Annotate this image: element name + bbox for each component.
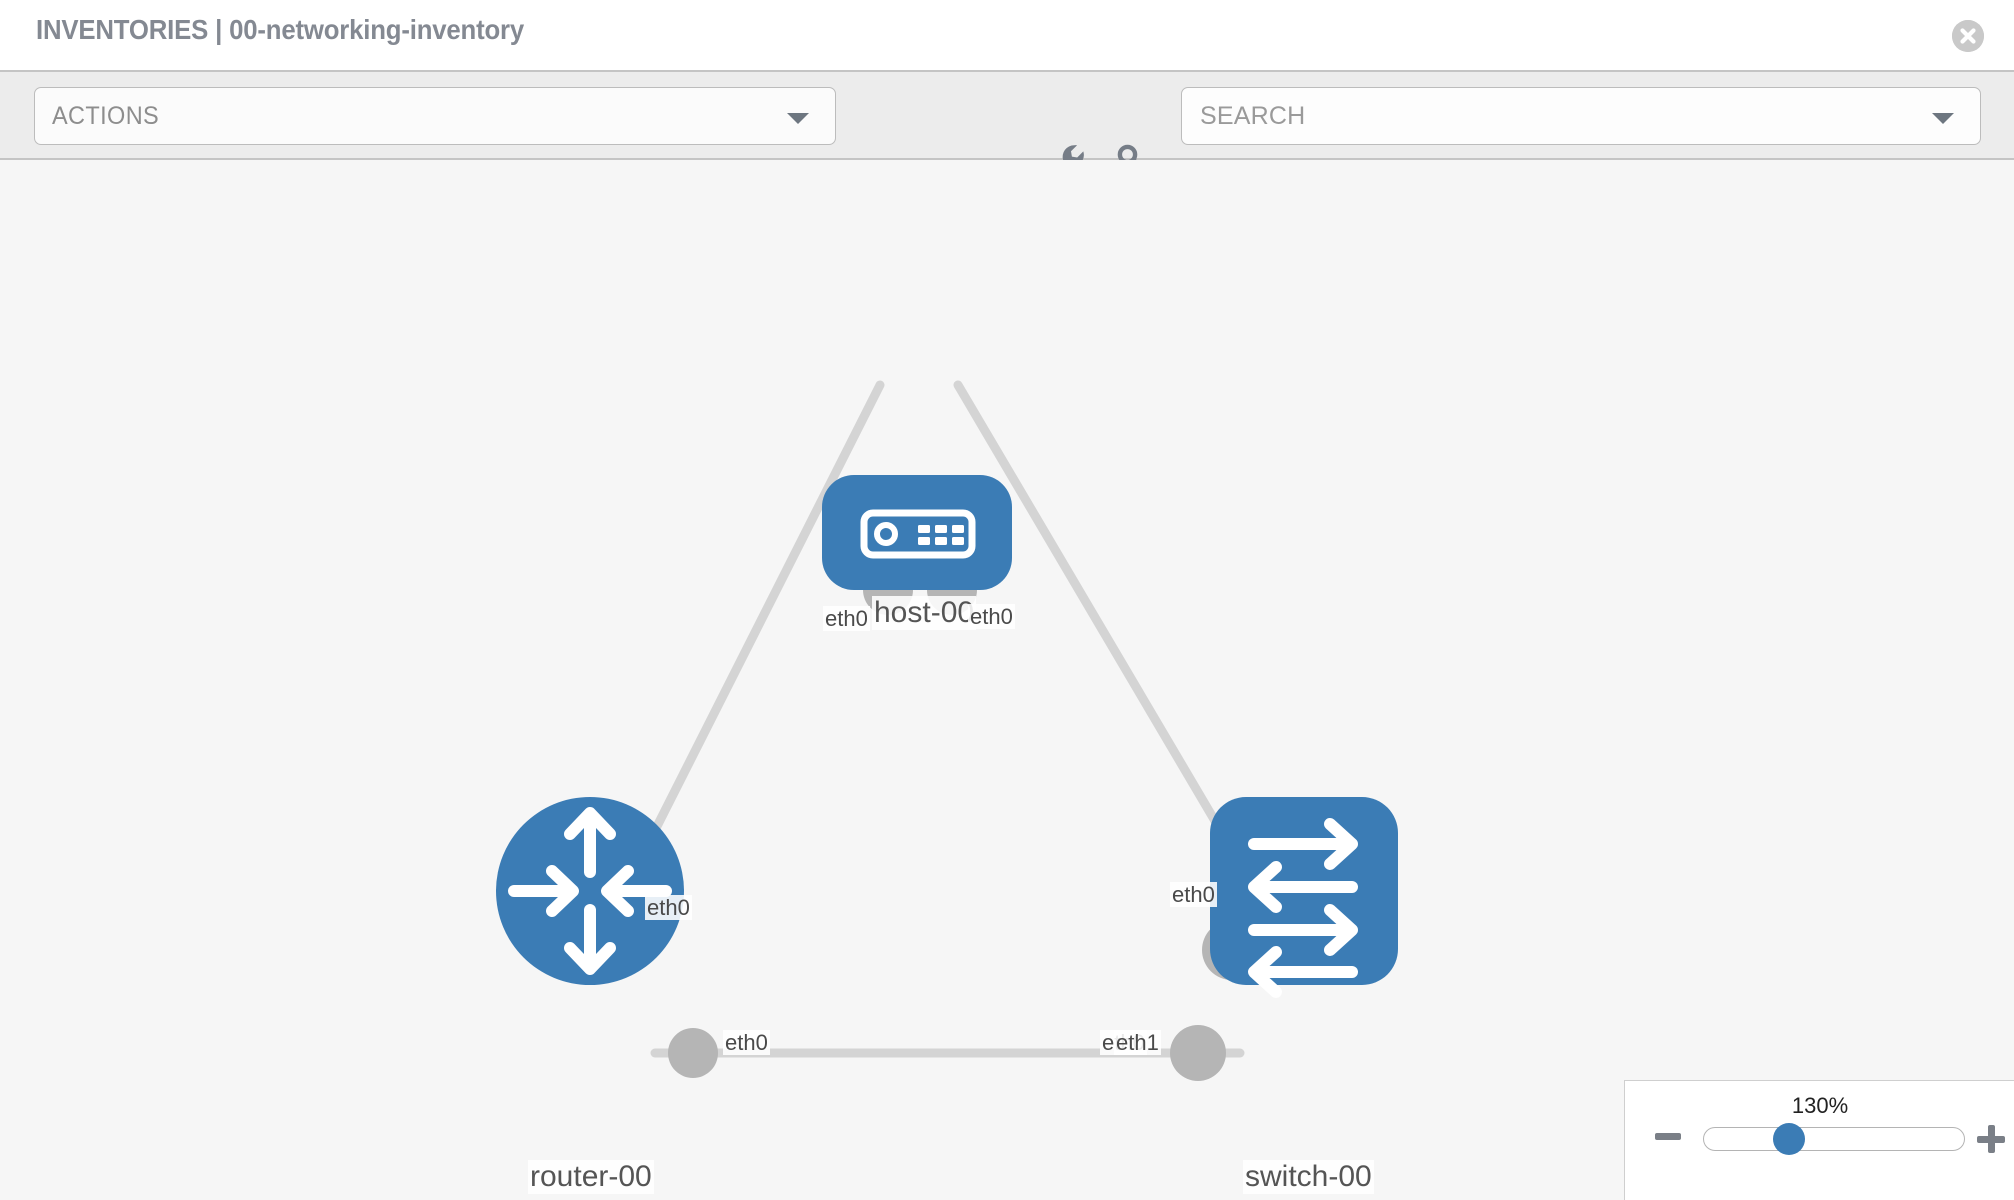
link-host-router [635,380,885,865]
actions-dropdown-label: ACTIONS [52,102,160,130]
link-host-switch [953,380,1243,865]
interface-label-host-left: eth0 [823,606,870,632]
page-title: INVENTORIES | 00-networking-inventory [36,14,525,45]
interface-label-switch-up: eth0 [1170,882,1217,908]
node-label-host-00: host-00 [872,596,977,630]
toolbar: ACTIONS SEARCH [0,70,2014,178]
router-arrows-icon [508,807,672,975]
search-input[interactable]: SEARCH [1181,87,1981,145]
chevron-down-icon [1932,113,1954,124]
chevron-down-icon [787,113,809,124]
close-icon[interactable] [1952,20,1984,52]
minus-icon[interactable] [1655,1133,1681,1140]
zoom-control-panel: 130% [1624,1080,2014,1200]
search-placeholder: SEARCH [1200,102,1306,130]
interface-label-switch-left-over: eth1 [1114,1030,1161,1056]
interface-label-host-right: eth0 [968,604,1015,630]
node-host-00 [822,475,1012,590]
interface-label-router-up: eth0 [645,895,692,921]
connector-router-right [668,1028,718,1078]
topology-graph [496,380,1398,1081]
server-icon [860,509,976,559]
node-switch-00 [1210,797,1398,998]
actions-dropdown[interactable]: ACTIONS [34,87,836,145]
page-header: INVENTORIES | 00-networking-inventory [0,0,2014,70]
node-label-switch-00: switch-00 [1243,1160,1374,1194]
plus-icon[interactable] [1977,1125,2005,1153]
connector-switch-left [1170,1025,1226,1081]
node-label-router-00: router-00 [528,1160,654,1194]
topology-canvas[interactable]: host-00 router-00 switch-00 eth0 eth0 et… [0,160,2014,1200]
link-connectors [625,565,1262,1081]
node-router-00 [496,797,684,985]
zoom-slider-thumb[interactable] [1773,1123,1805,1155]
switch-arrows-icon [1248,818,1358,998]
zoom-slider-track[interactable] [1703,1127,1965,1151]
interface-label-router-right: eth0 [723,1030,770,1056]
zoom-percent-label: 130% [1791,1093,1849,1118]
